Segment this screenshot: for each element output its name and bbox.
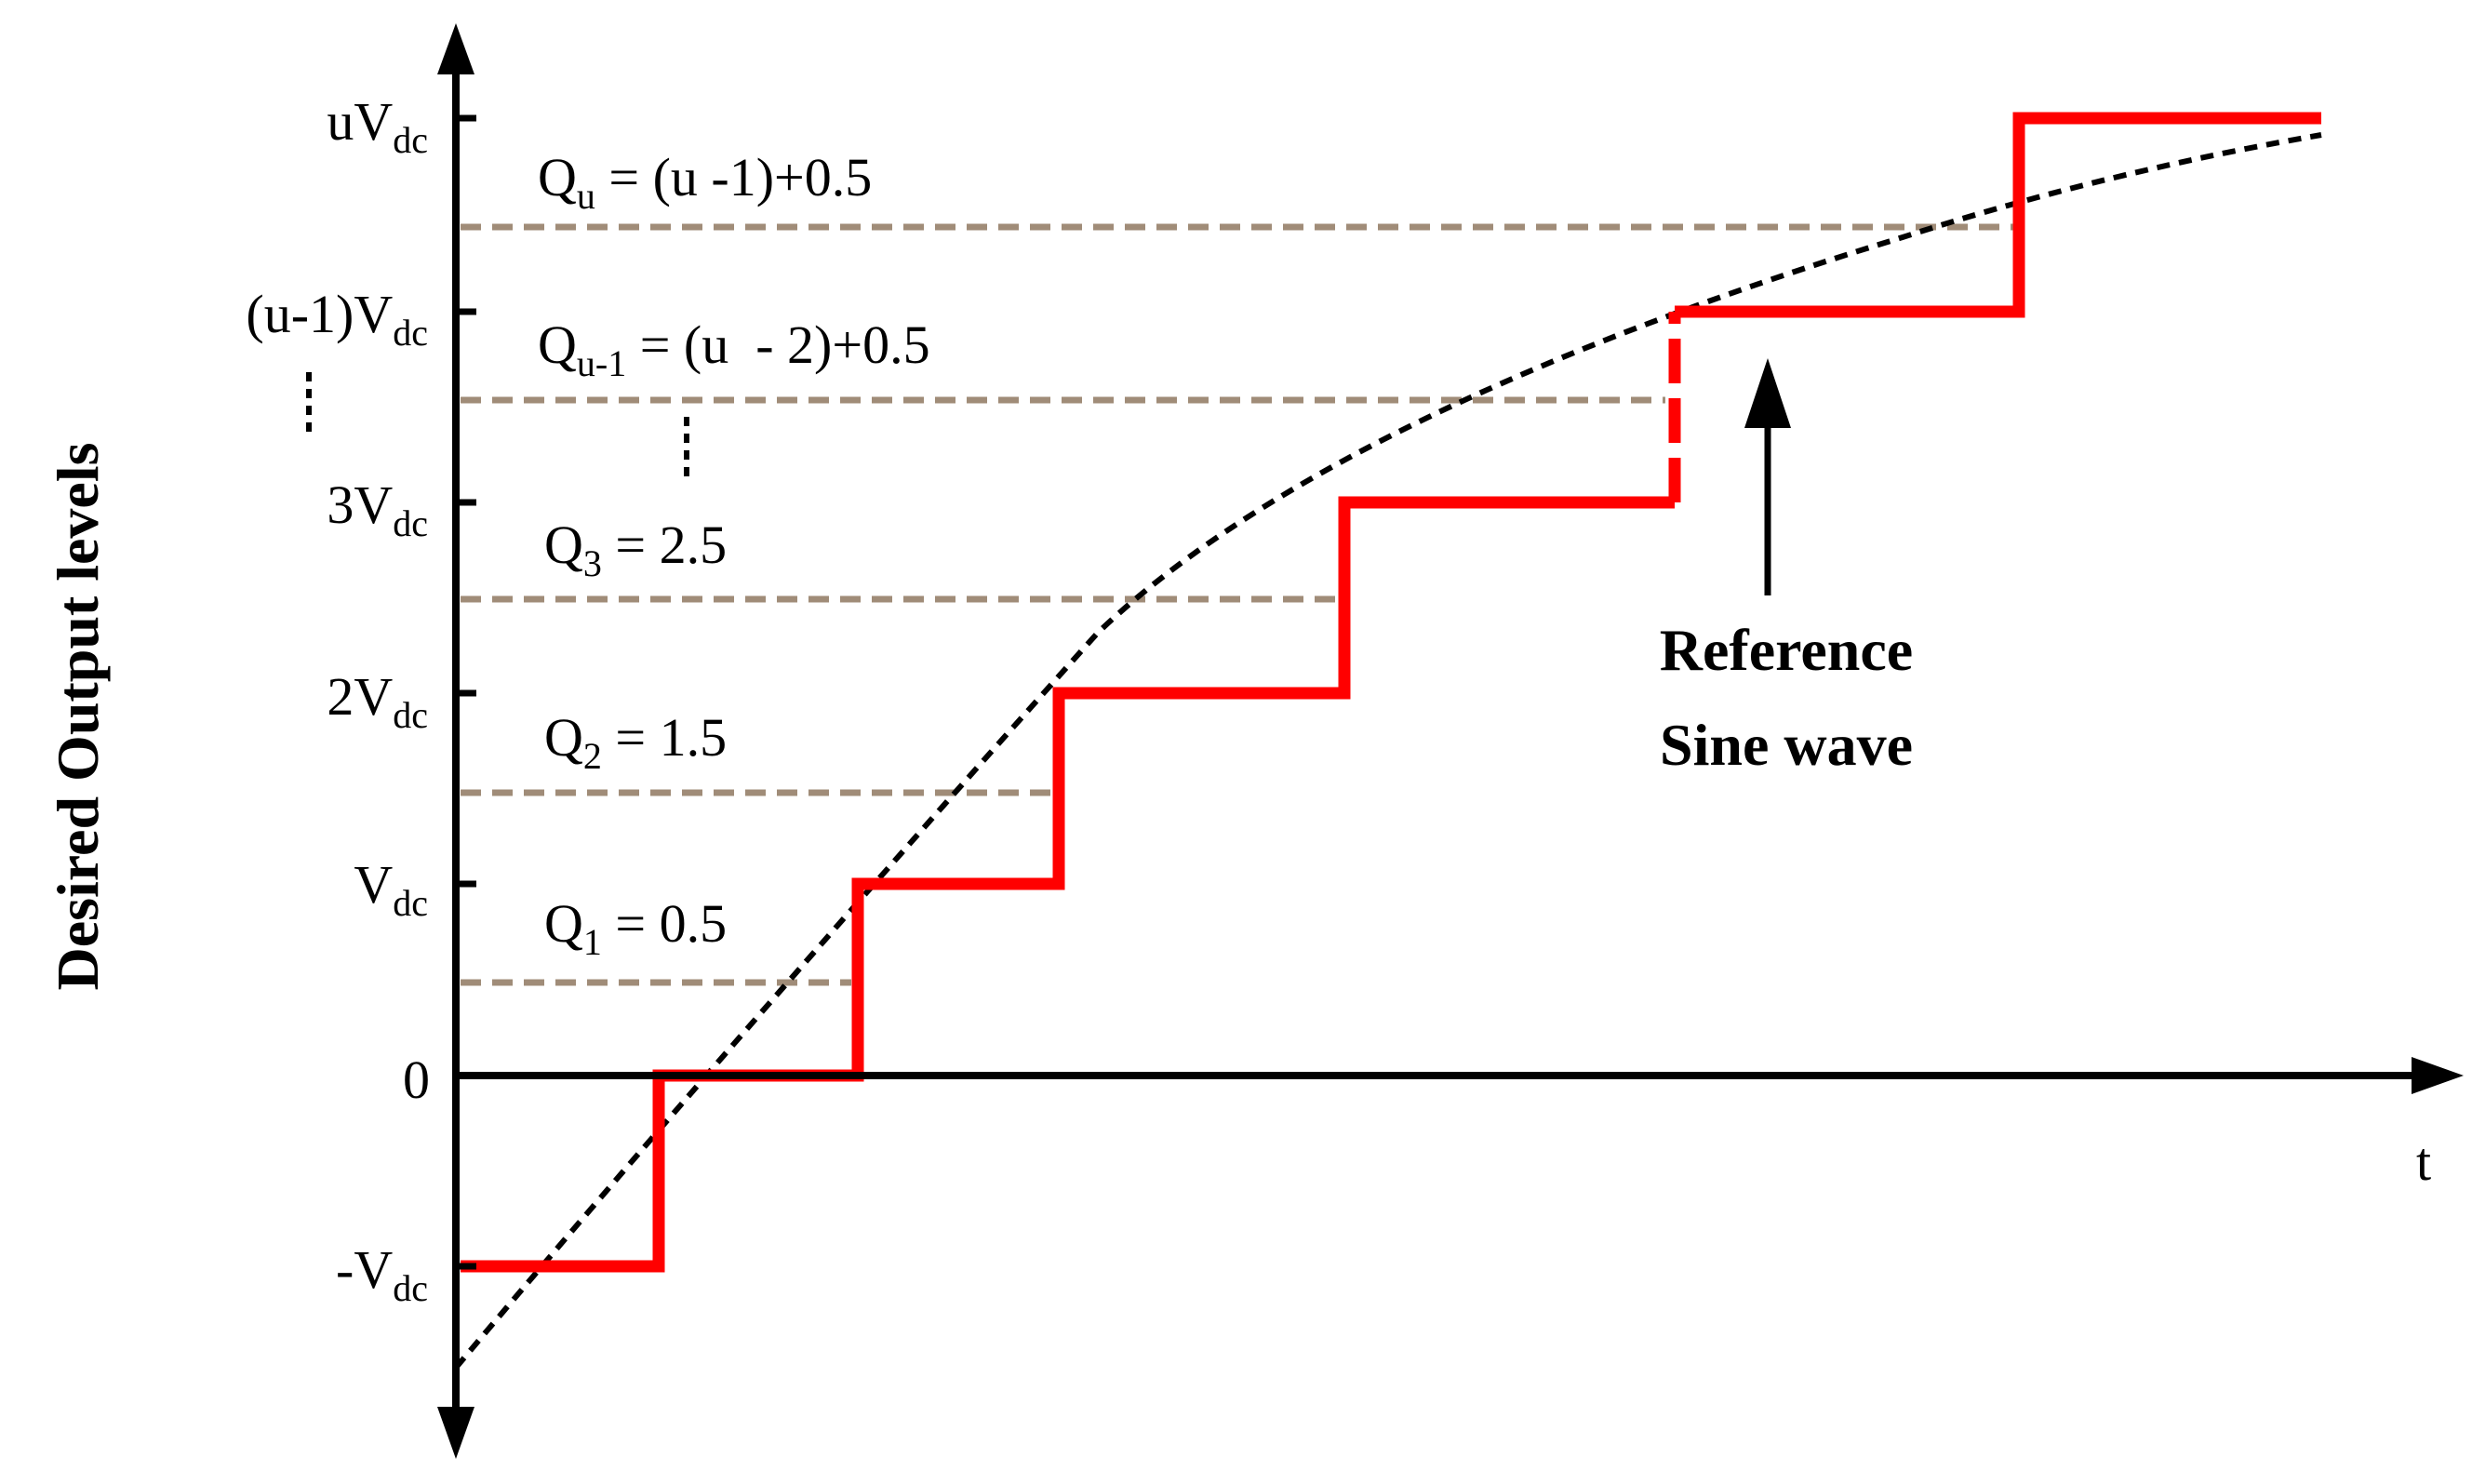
staircase-upper: [1675, 112, 2321, 318]
threshold-lines: [461, 223, 2014, 986]
reference-arrow-head: [1744, 358, 1791, 428]
tick-label-minus1: -Vdc: [336, 1239, 428, 1309]
tick-label-u-1: (u-1)Vdc: [246, 284, 428, 354]
reference-annotation: Reference Sine wave: [1660, 358, 1913, 778]
q-label-u-1: Qu-1 = (u - 2)+0.5: [538, 314, 930, 384]
x-axis-label: t: [2416, 1131, 2431, 1192]
y-axis-label: Desired Output levels: [45, 442, 111, 990]
q-label-1: Q1 = 0.5: [544, 893, 727, 963]
threshold-labels: Qu = (u -1)+0.5 Qu-1 = (u - 2)+0.5 Q3 = …: [538, 147, 930, 963]
q-label-3: Q3 = 2.5: [544, 515, 727, 584]
y-axis-arrow-down: [437, 1407, 474, 1459]
x-axis-arrow: [2412, 1057, 2464, 1094]
tick-label-u: uVdc: [327, 91, 428, 161]
ellipsis-markers: [306, 372, 689, 484]
reference-label-line1: Reference: [1660, 617, 1913, 683]
reference-label-line2: Sine wave: [1660, 712, 1913, 778]
tick-label-3: 3Vdc: [327, 475, 428, 544]
q-label-2: Q2 = 1.5: [544, 707, 727, 777]
tick-label-1: Vdc: [354, 854, 428, 924]
q-label-u: Qu = (u -1)+0.5: [538, 147, 872, 217]
reference-sine-wave: [453, 132, 2322, 1370]
y-axis-arrow-up: [437, 23, 474, 74]
y-tick-labels: uVdc (u-1)Vdc 3Vdc 2Vdc Vdc 0 -Vdc: [246, 91, 430, 1309]
y-ticks: [456, 114, 476, 1270]
tick-label-0: 0: [403, 1049, 430, 1110]
tick-label-2: 2Vdc: [327, 666, 428, 736]
staircase-lower: [461, 496, 1675, 1273]
staircase-output: [461, 112, 2321, 1273]
axes: [437, 23, 2464, 1459]
